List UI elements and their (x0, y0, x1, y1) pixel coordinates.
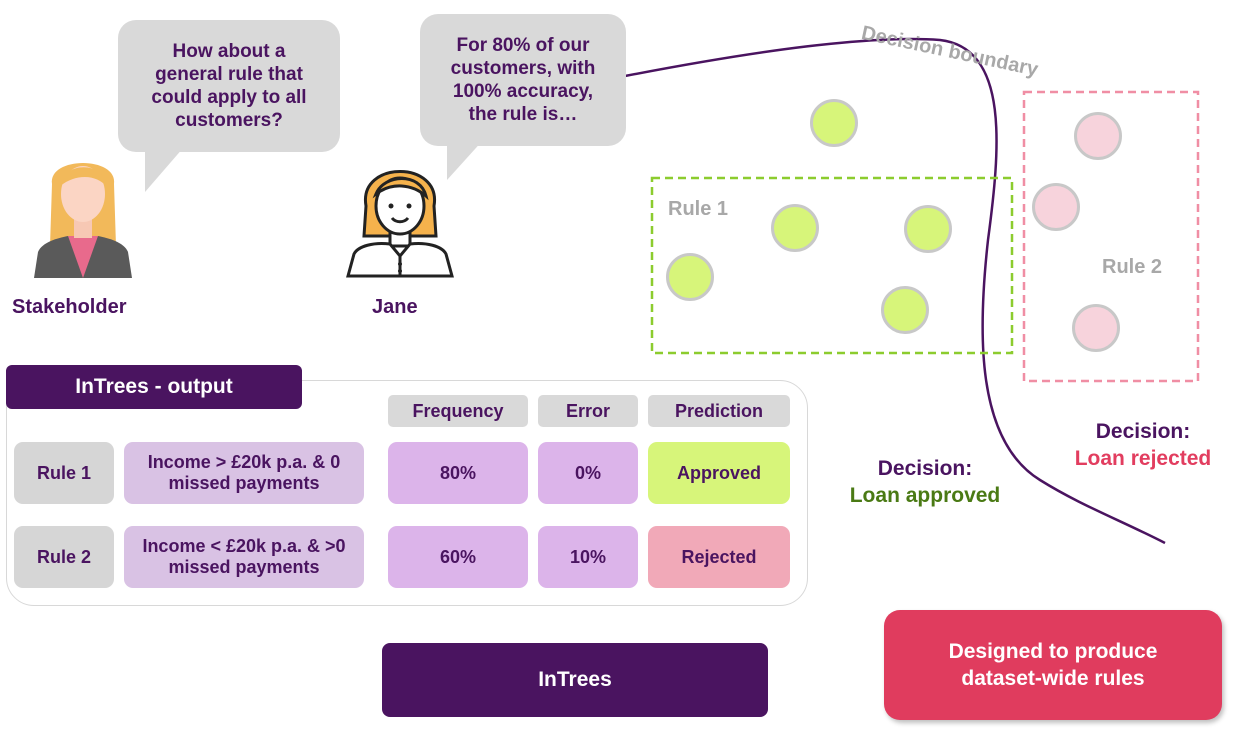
data-point-approved (771, 204, 819, 252)
decision-approved-title: Decision: (877, 457, 973, 480)
header-error: Error (538, 395, 638, 427)
header-prediction: Prediction (648, 395, 790, 427)
stakeholder-speech-text: How about a general rule that could appl… (151, 41, 307, 131)
decision-rejected-value: Loan rejected (1074, 447, 1212, 470)
rule2-condition-cell: Income < £20k p.a. & >0 missed payments (124, 526, 364, 588)
stakeholder-bubble-tail (145, 140, 190, 192)
decision-approved-value: Loan approved (849, 484, 1001, 507)
data-point-approved (810, 99, 858, 147)
rule2-frequency-cell: 60% (388, 526, 528, 588)
dataset-wide-rules-callout: Designed to produce dataset-wide rules (884, 610, 1222, 720)
decision-rejected: Decision: Loan rejected (1052, 418, 1234, 472)
jane-avatar-icon (346, 170, 454, 278)
stakeholder-label: Stakeholder (12, 296, 127, 318)
data-point-rejected (1074, 112, 1122, 160)
rule1-label: Rule 1 (668, 198, 729, 220)
data-point-approved (904, 205, 952, 253)
rule2-error-cell: 10% (538, 526, 638, 588)
rule1-prediction-cell: Approved (648, 442, 790, 504)
rule2-region (1022, 90, 1200, 383)
stakeholder-avatar-icon (34, 163, 132, 278)
jane-speech-bubble: For 80% of our customers, with 100% accu… (420, 14, 626, 146)
rule2-prediction-cell: Rejected (648, 526, 790, 588)
header-frequency: Frequency (388, 395, 528, 427)
rule1-name-cell: Rule 1 (14, 442, 114, 504)
data-point-approved (666, 253, 714, 301)
intrees-button[interactable]: InTrees (382, 643, 768, 717)
data-point-rejected (1072, 304, 1120, 352)
rule1-region (650, 176, 1014, 355)
data-point-approved (881, 286, 929, 334)
data-point-rejected (1032, 183, 1080, 231)
rule1-frequency-cell: 80% (388, 442, 528, 504)
rule2-label: Rule 2 (1102, 256, 1163, 278)
decision-boundary-curve (624, 37, 1166, 545)
decision-rejected-title: Decision: (1095, 420, 1191, 443)
rule1-condition-cell: Income > £20k p.a. & 0 missed payments (124, 442, 364, 504)
rule2-name-cell: Rule 2 (14, 526, 114, 588)
intrees-output-title-text: InTrees - output (75, 375, 233, 398)
rule1-error-cell: 0% (538, 442, 638, 504)
jane-label: Jane (372, 296, 418, 318)
stakeholder-speech-bubble: How about a general rule that could appl… (118, 20, 340, 152)
jane-speech-text: For 80% of our customers, with 100% accu… (450, 35, 596, 125)
intrees-button-label: InTrees (538, 668, 612, 691)
decision-approved: Decision: Loan approved (830, 455, 1020, 509)
intrees-output-title: InTrees - output (6, 365, 302, 409)
callout-text: Designed to produce dataset-wide rules (948, 640, 1158, 690)
